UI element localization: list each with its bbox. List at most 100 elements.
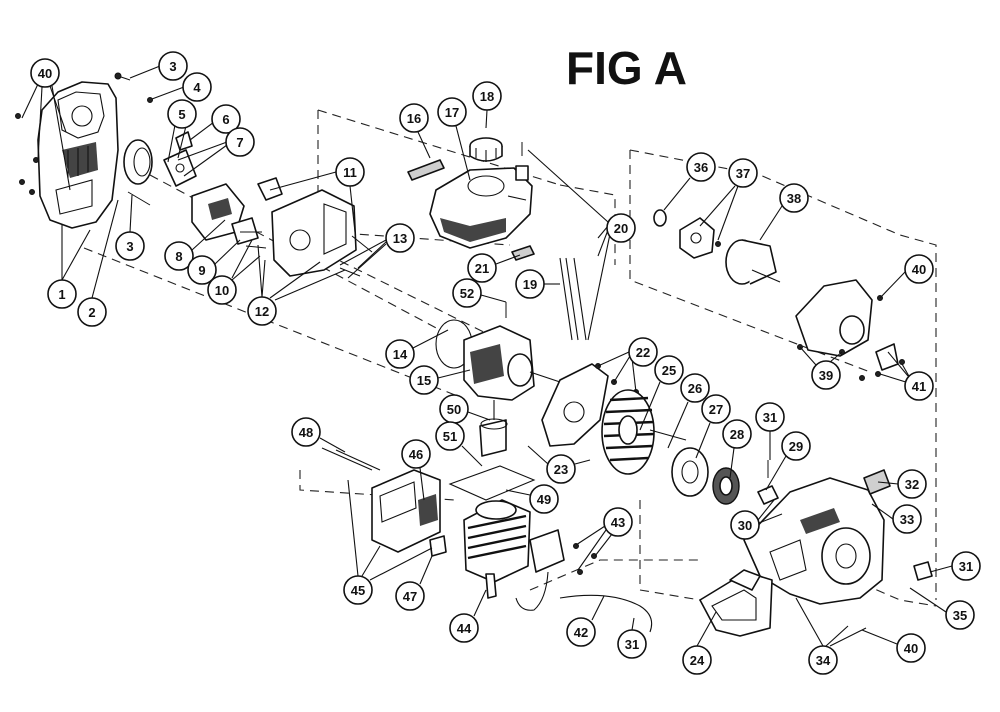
leader-line bbox=[473, 589, 487, 617]
callout-label: 3 bbox=[169, 59, 176, 74]
callout-39: 39 bbox=[811, 360, 841, 390]
leader-line bbox=[597, 229, 609, 257]
leader-line bbox=[214, 239, 241, 265]
callout-4: 4 bbox=[182, 72, 212, 102]
callout-11: 11 bbox=[335, 157, 365, 187]
crankcase bbox=[435, 302, 561, 401]
callout-label: 20 bbox=[614, 221, 628, 236]
callout-circle bbox=[682, 645, 712, 675]
callout-label: 44 bbox=[457, 621, 472, 636]
leader-line bbox=[189, 121, 215, 141]
clutch-assembly bbox=[653, 209, 781, 285]
callout-29: 29 bbox=[781, 431, 811, 461]
callout-label: 39 bbox=[819, 368, 833, 383]
starter-housing bbox=[743, 469, 933, 605]
leader-line bbox=[877, 481, 899, 485]
leader-line bbox=[419, 467, 425, 501]
leader-line bbox=[455, 125, 471, 181]
leader-line bbox=[91, 199, 119, 299]
callout-circle bbox=[896, 633, 926, 663]
callout-circle bbox=[385, 223, 415, 253]
callout-circle bbox=[47, 279, 77, 309]
callout-circle bbox=[680, 373, 710, 403]
leader-line bbox=[879, 373, 910, 384]
leader-line bbox=[887, 351, 909, 377]
callout-15: 15 bbox=[409, 365, 439, 395]
callout-circle bbox=[617, 629, 647, 659]
callout-10: 10 bbox=[207, 275, 237, 305]
leader-line bbox=[437, 369, 471, 379]
callout-circle bbox=[452, 278, 482, 308]
leader-line bbox=[269, 261, 321, 299]
callout-34: 34 bbox=[808, 645, 838, 675]
callout-circle bbox=[904, 371, 934, 401]
callout-circle bbox=[449, 613, 479, 643]
callout-label: 26 bbox=[688, 381, 702, 396]
callout-40: 40 bbox=[896, 633, 926, 663]
callout-circle bbox=[115, 231, 145, 261]
callout-9: 9 bbox=[187, 255, 217, 285]
callout-circle bbox=[385, 339, 415, 369]
callout-label: 31 bbox=[959, 559, 973, 574]
leader-line bbox=[369, 547, 433, 581]
callout-label: 45 bbox=[351, 583, 365, 598]
callout-label: 35 bbox=[953, 608, 967, 623]
callout-circle bbox=[628, 337, 658, 367]
callout-30: 30 bbox=[730, 510, 760, 540]
callout-18: 18 bbox=[472, 81, 502, 111]
callout-28: 28 bbox=[722, 419, 752, 449]
leader-line bbox=[759, 205, 783, 241]
leader-line bbox=[587, 233, 611, 341]
callout-42: 42 bbox=[566, 617, 596, 647]
callout-2: 2 bbox=[77, 297, 107, 327]
callout-label: 14 bbox=[393, 347, 408, 362]
callout-label: 34 bbox=[816, 653, 831, 668]
muffler bbox=[321, 447, 447, 557]
callout-3: 3 bbox=[158, 51, 188, 81]
leader-line bbox=[177, 141, 228, 161]
screws-left bbox=[15, 72, 153, 206]
callout-label: 52 bbox=[460, 286, 474, 301]
callout-21: 21 bbox=[467, 253, 497, 283]
callout-label: 30 bbox=[738, 518, 752, 533]
callout-circle bbox=[77, 297, 107, 327]
callout-36: 36 bbox=[686, 152, 716, 182]
callout-circle bbox=[951, 551, 981, 581]
fuel-tank bbox=[429, 167, 533, 249]
callout-20: 20 bbox=[606, 213, 636, 243]
leader-line bbox=[639, 381, 661, 431]
callout-circle bbox=[730, 510, 760, 540]
fuel-line-fittings bbox=[511, 142, 587, 341]
callout-circle bbox=[779, 183, 809, 213]
callout-circle bbox=[566, 617, 596, 647]
callout-circle bbox=[686, 152, 716, 182]
fuel-cap bbox=[469, 137, 503, 162]
callout-14: 14 bbox=[385, 339, 415, 369]
leader-line bbox=[757, 499, 775, 521]
callout-32: 32 bbox=[897, 469, 927, 499]
leader-line bbox=[231, 239, 253, 279]
callout-31: 31 bbox=[617, 629, 647, 659]
callout-label: 21 bbox=[475, 261, 489, 276]
callout-label: 6 bbox=[222, 112, 229, 127]
callout-circle bbox=[30, 58, 60, 88]
callout-label: 12 bbox=[255, 304, 269, 319]
callout-17: 17 bbox=[437, 97, 467, 127]
leader-line bbox=[412, 329, 449, 349]
leader-line bbox=[505, 489, 531, 496]
callout-circle bbox=[904, 254, 934, 284]
leader-line bbox=[696, 611, 717, 647]
callout-circle bbox=[897, 469, 927, 499]
callout-circle bbox=[164, 241, 194, 271]
callout-label: 32 bbox=[905, 477, 919, 492]
leader-line bbox=[871, 503, 894, 520]
callout-label: 31 bbox=[625, 637, 639, 652]
callout-48: 48 bbox=[291, 417, 321, 447]
leader-line bbox=[61, 229, 91, 281]
leader-line bbox=[357, 241, 387, 269]
leader-line bbox=[795, 597, 824, 647]
leader-line bbox=[361, 545, 381, 577]
callout-leaders bbox=[21, 65, 953, 647]
callout-circle bbox=[182, 72, 212, 102]
